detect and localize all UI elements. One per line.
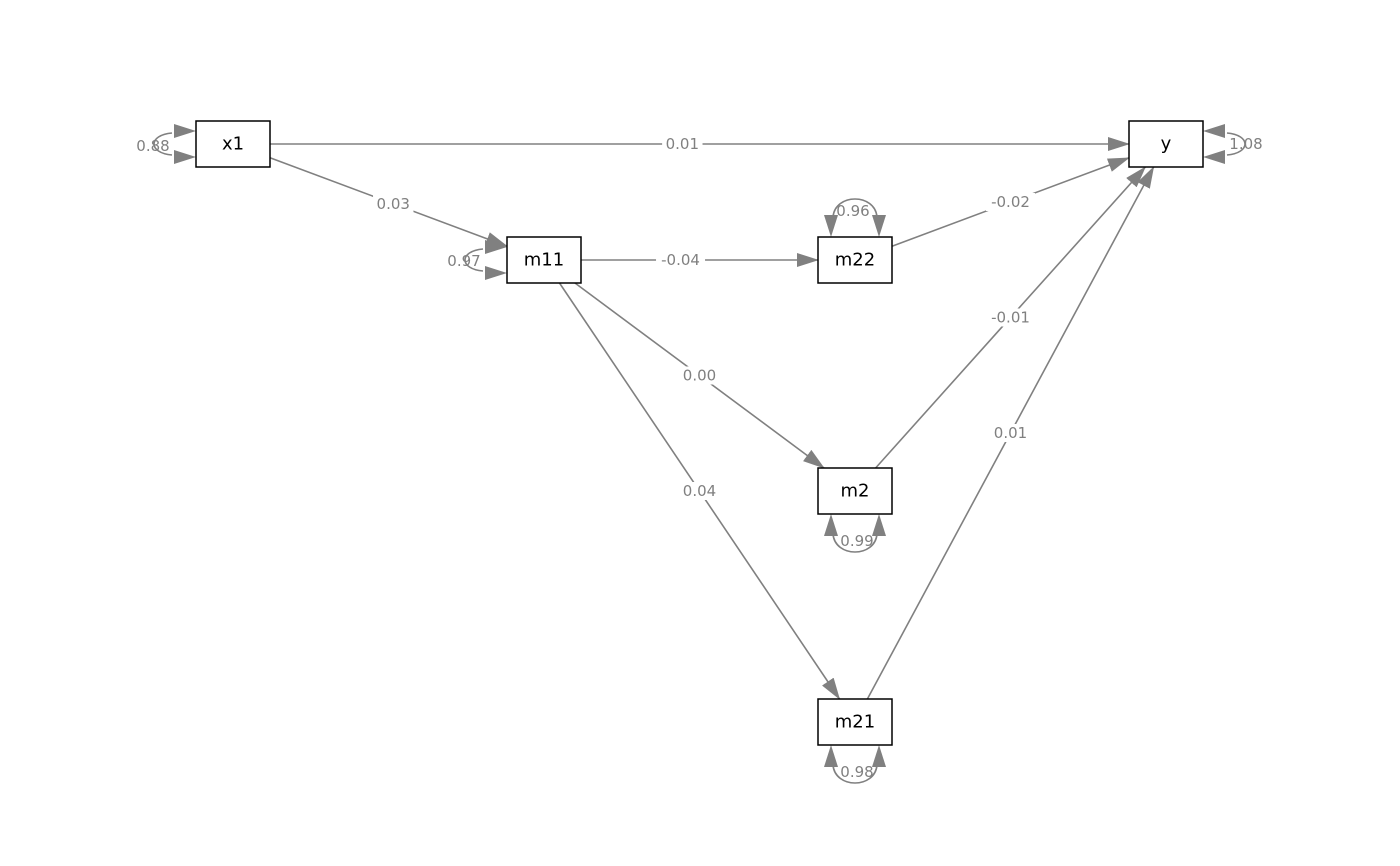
node-m11: m11 [506,236,582,284]
variance-arrowhead-m2-2 [872,514,886,536]
node-m22: m22 [817,236,893,284]
variance-arrowhead-y-1 [1203,124,1225,138]
variance-label-y: 1.08 [1229,135,1262,153]
path-coefficient-m11-to-m21-group: 0.04 [679,482,720,500]
node-label-x1: x1 [222,134,244,155]
variance-arrowhead-m22-1 [824,215,838,237]
path-coefficient-m2-to-y-group: -0.01 [986,308,1035,327]
variance-loop-m11 [464,248,484,272]
node-box-m2 [817,467,893,515]
path-coefficient-m11-to-m21-background [679,482,720,500]
path-coefficient-m11-to-m21: 0.04 [683,482,716,500]
variance-label-m21: 0.98 [840,763,873,781]
node-label-m2: m2 [841,481,870,502]
variance-arrowhead-m21-1 [824,745,838,767]
node-box-x1 [195,120,271,168]
path-coefficient-m21-to-y: 0.01 [994,424,1027,442]
variance-loop-x1 [153,132,173,156]
path-coefficient-m2-to-y-background [986,308,1035,327]
variance-arrowhead-x1-2 [174,150,196,164]
node-box-y [1128,120,1204,168]
path-coefficient-m11-to-m2-group: 0.00 [679,366,720,385]
node-label-y: y [1161,134,1172,155]
node-x1: x1 [195,120,271,168]
node-box-m21 [817,698,893,746]
path-coefficient-m21-to-y-background [990,424,1031,442]
variance-arrowhead-m11-1 [485,240,507,254]
variance-loop-m2 [832,533,878,553]
variance-label-m2: 0.99 [840,532,873,550]
variance-loop-m21 [832,764,878,784]
variance-arrowhead-m22-2 [872,215,886,237]
variance-loop-y [1226,132,1246,156]
path-coefficient-x1-to-m11-background [373,194,414,213]
variance-label-x1: 0.88 [136,137,169,155]
variance-arrowhead-x1-1 [174,124,196,138]
path-coefficient-m2-to-y: -0.01 [991,309,1030,327]
nodes-layer: x1 m11 m22 m2 m21 y [195,120,1204,746]
path-coefficient-m11-to-m22-group: -0.04 [656,251,706,269]
path-coefficient-x1-to-y: 0.01 [666,135,699,153]
node-box-m22 [817,236,893,284]
path-coefficient-x1-to-m11: 0.03 [377,195,410,213]
path-coefficient-x1-to-y-group: 0.01 [662,135,703,153]
node-m21: m21 [817,698,893,746]
variance-arrowhead-m11-2 [485,266,507,280]
node-label-m22: m22 [835,250,875,271]
node-box-m11 [506,236,582,284]
path-coefficient-m21-to-y-group: 0.01 [990,424,1031,442]
node-y: y [1128,120,1204,168]
path-coefficient-m22-to-y-group: -0.02 [986,193,1035,211]
node-label-m11: m11 [524,250,564,271]
path-coefficient-m11-to-m22: -0.04 [661,251,700,269]
variance-arrowhead-m21-2 [872,745,886,767]
path-coefficient-x1-to-m11-group: 0.03 [373,194,414,213]
edges-layer: 0.01 0.03 -0.04 0.00 0.04 -0.02 -0.01 0.01 [269,135,1155,700]
path-coefficient-m22-to-y: -0.02 [991,193,1030,211]
path-coefficient-m11-to-m22-background [656,251,706,269]
node-label-m21: m21 [835,712,875,733]
path-coefficient-m22-to-y-background [986,193,1035,211]
path-coefficient-m11-to-m2-background [679,366,720,385]
node-m2: m2 [817,467,893,515]
variance-loop-m22 [832,198,878,218]
path-coefficient-m11-to-m2: 0.00 [683,367,716,385]
variance-arrowhead-y-2 [1203,150,1225,164]
variance-arrowhead-m2-1 [824,514,838,536]
path-coefficient-x1-to-y-background [662,135,703,153]
variance-label-m11: 0.97 [447,252,480,270]
variance-label-m22: 0.96 [836,202,869,220]
variances-layer: 0.88 0.97 0.96 0.99 0.98 1.08 [136,124,1263,784]
